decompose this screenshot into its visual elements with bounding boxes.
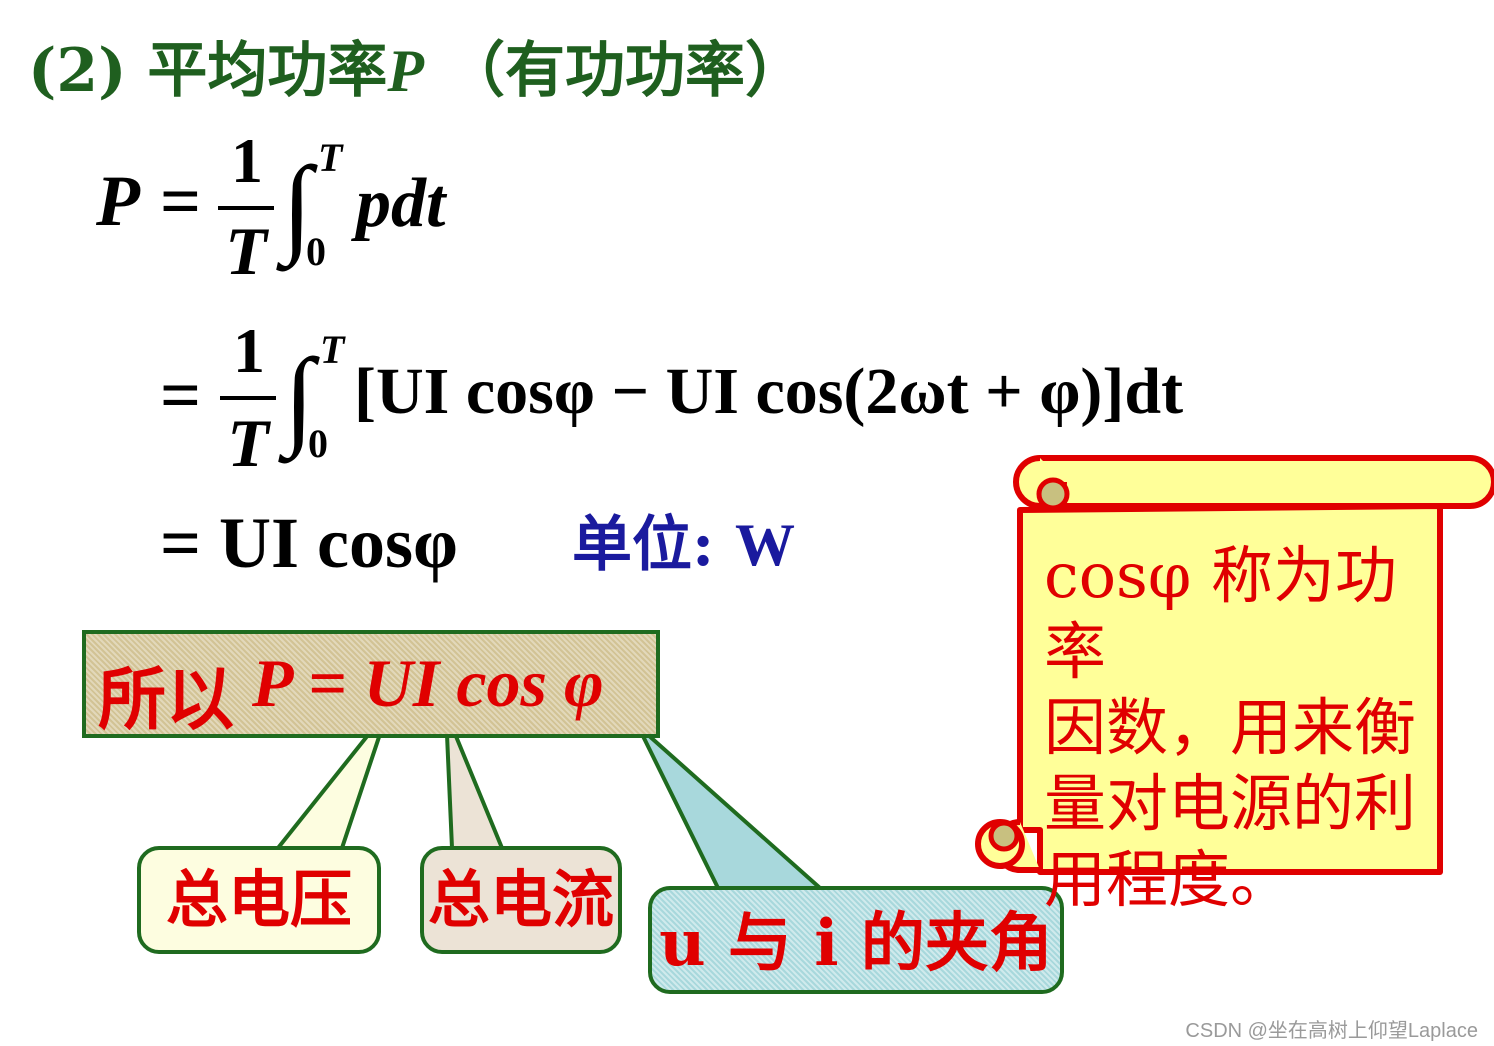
tag-total-current: 总电流 [420, 846, 622, 954]
integral-lower-2: 0 [308, 421, 328, 466]
scroll-line-4: 用程度。 [1044, 843, 1293, 916]
fraction-bar-1 [218, 206, 274, 210]
integral-lower-1: 0 [306, 229, 326, 274]
fraction-numerator-2: 1 [233, 315, 265, 386]
main-conclusion-box: 所以 P = UI cos φ [82, 630, 660, 740]
fraction-denominator-2: T [227, 405, 269, 481]
title-subtitle: （有功功率） [424, 36, 805, 106]
integrand-2: [UI cosφ − UI cos(2ωt + φ)]dt [354, 355, 1184, 428]
title-prefix: (2) [28, 36, 148, 106]
unit-value: W [735, 512, 796, 578]
formula-eq-1: = [160, 161, 202, 241]
formula-lhs: P [96, 161, 140, 241]
title-variable: P [387, 38, 425, 104]
integrand-1: pdt [356, 165, 446, 242]
scroll-line-1: cosφ 称为功率 [1044, 539, 1397, 688]
scroll-line-2: 因数，用来衡 [1044, 691, 1417, 764]
scroll-banner [975, 455, 1494, 875]
unit-row: 单位: W [572, 496, 795, 583]
fraction-numerator-1: 1 [231, 125, 263, 196]
tag-phase-angle: u 与 i 的夹角 [648, 886, 1064, 994]
formula-result: = UI cosφ [160, 503, 458, 583]
fraction-denominator-1: T [225, 213, 267, 289]
watermark: CSDN @坐在高树上仰望Laplace [1185, 1020, 1478, 1042]
pointer-angle [636, 724, 822, 890]
section-title: (2) 平均功率P （有功功率） [28, 22, 805, 109]
fraction-bar-2 [220, 396, 276, 400]
unit-label: 单位: [572, 510, 715, 580]
integral-sign-2: ∫ [284, 336, 315, 458]
scroll-line-3: 量对电源的利 [1044, 767, 1417, 840]
main-box-prefix: 所以 [98, 660, 235, 740]
main-box-formula: P = UI cos φ [252, 645, 604, 721]
tag-total-voltage: 总电压 [137, 846, 381, 954]
scroll-text: cosφ 称为功率 因数，用来衡 量对电源的利 用程度。 [1044, 538, 1444, 918]
title-text: 平均功率 [147, 36, 388, 106]
integral-upper-2: T [320, 327, 345, 372]
formula-eq-2: = [160, 355, 202, 435]
integral-sign-1: ∫ [282, 144, 313, 266]
integral-upper-1: T [318, 135, 343, 180]
